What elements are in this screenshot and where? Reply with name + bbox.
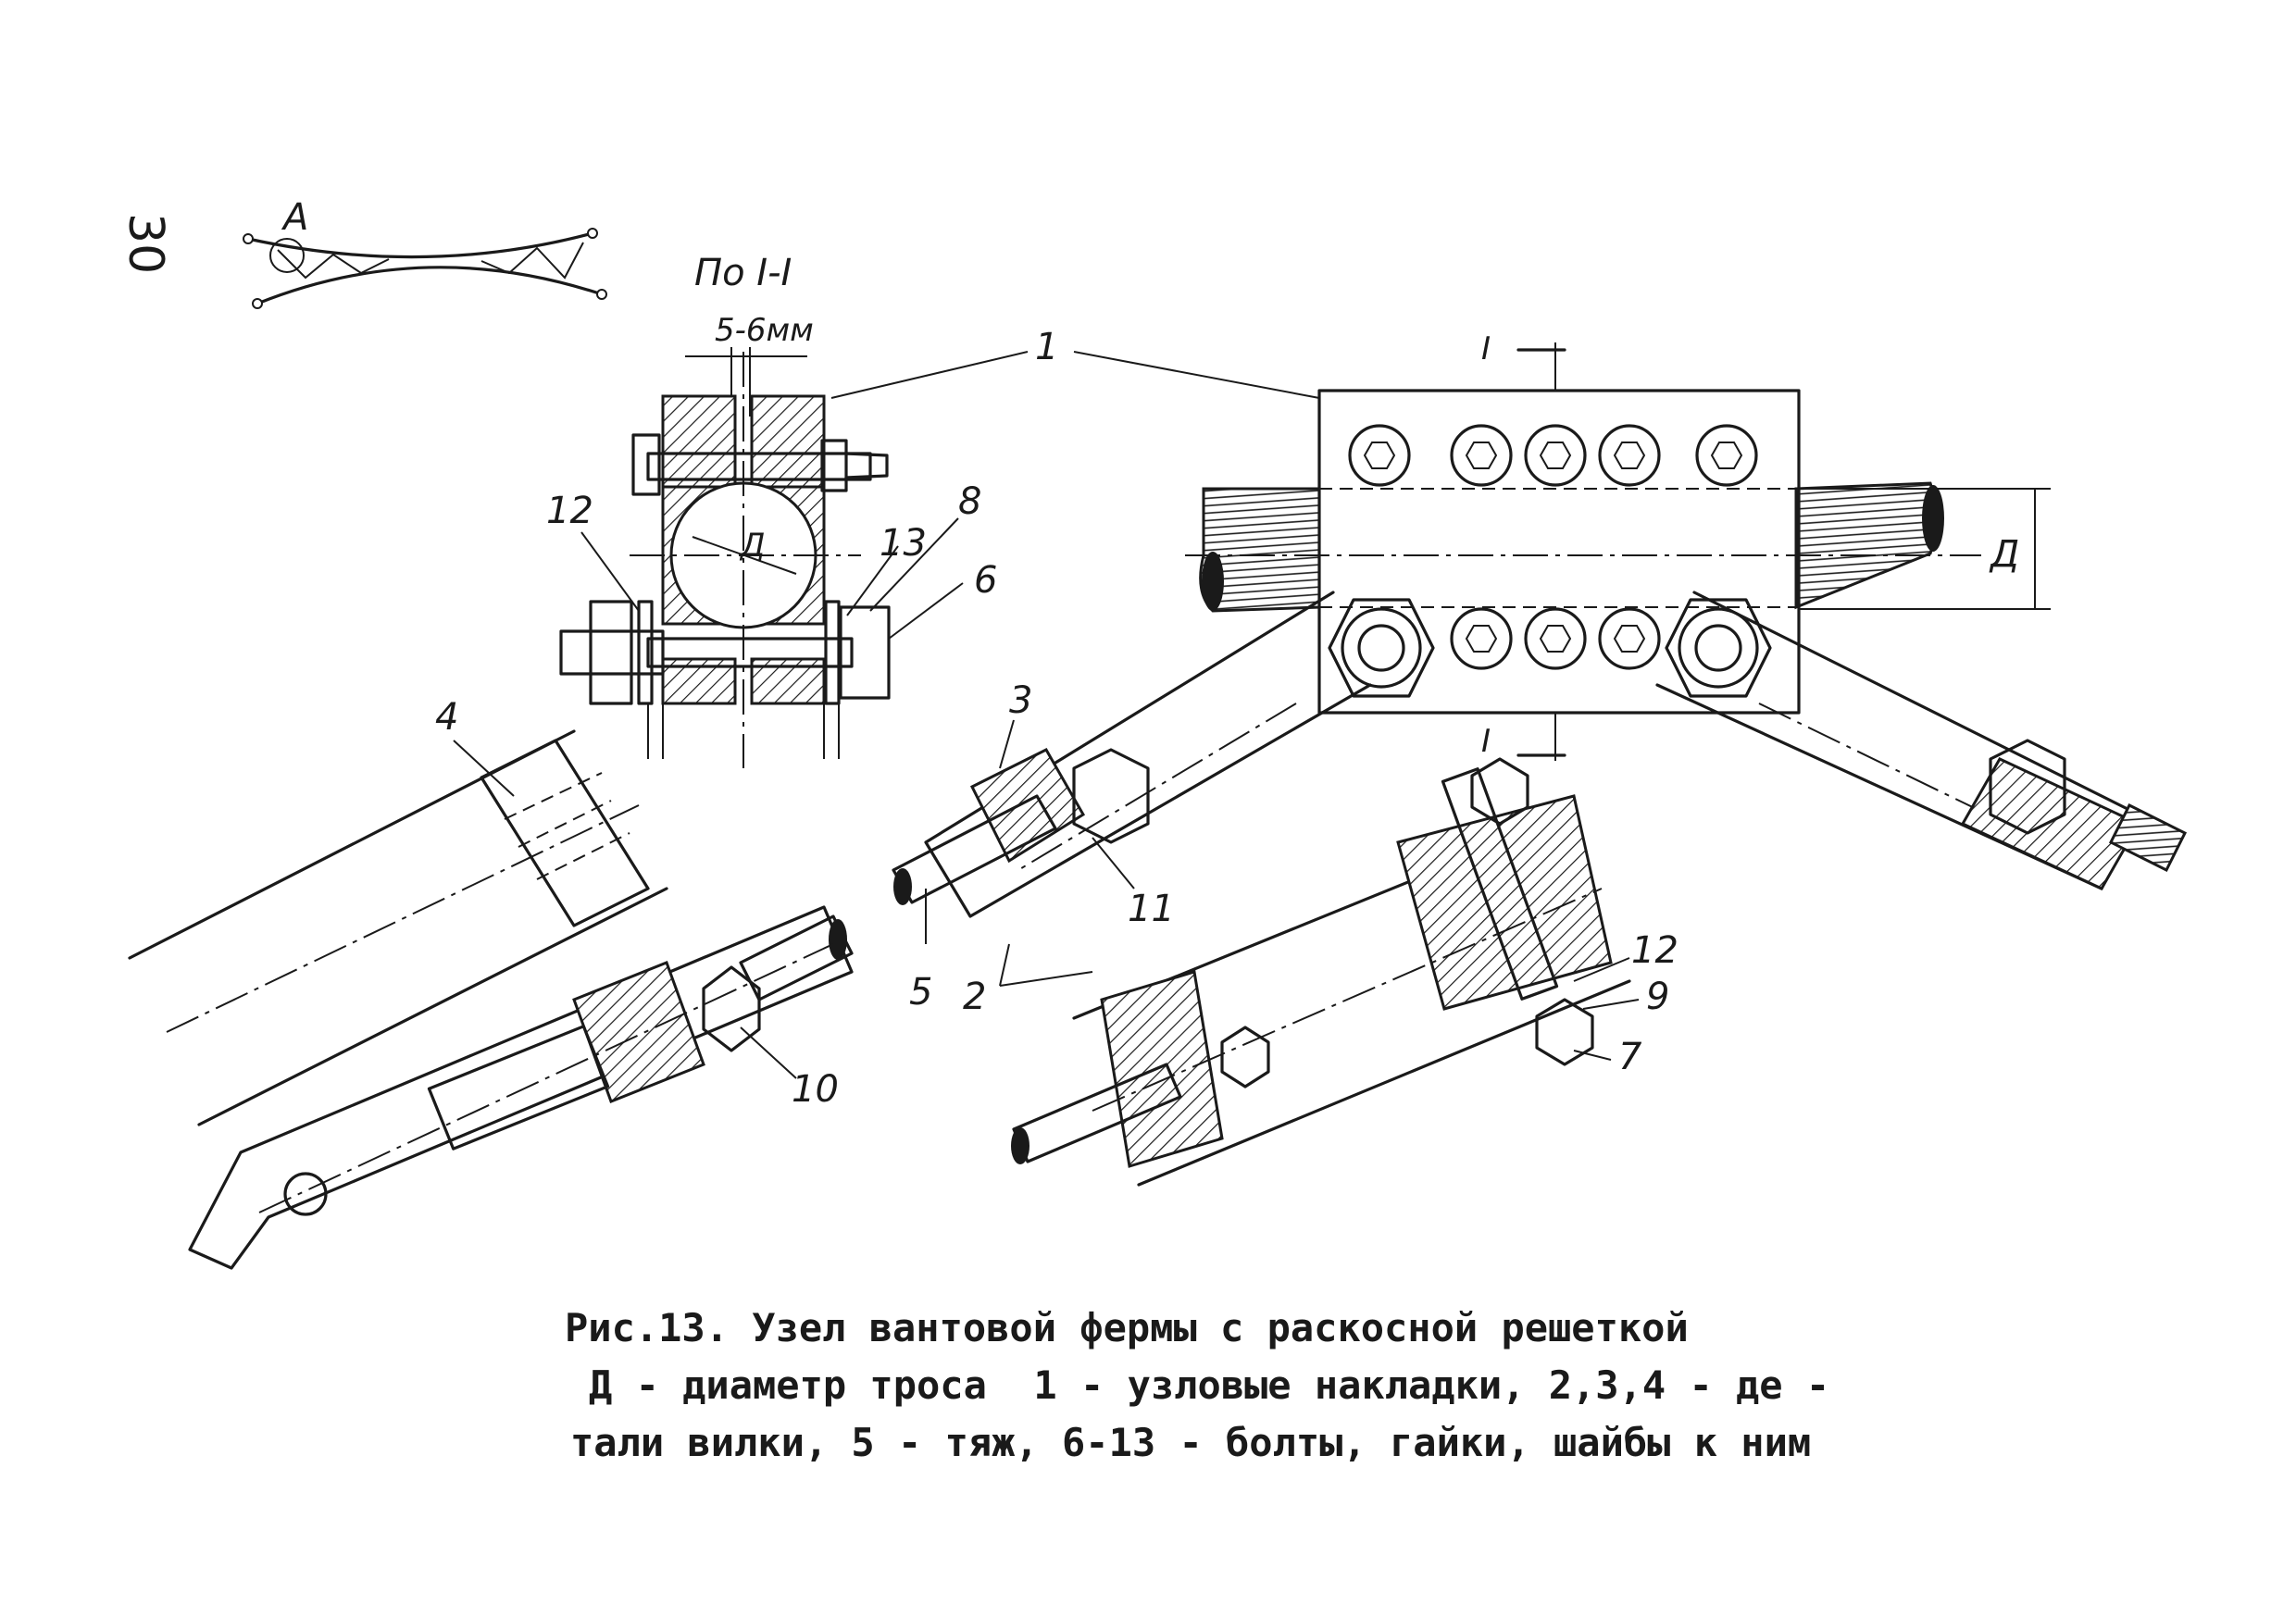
bolt-row-top — [1348, 424, 1758, 487]
figure-caption-line-1: Рис.13. Узел вантовой фермы с раскосной … — [565, 1305, 1689, 1350]
node-diameter-label: Д — [1989, 533, 2019, 576]
page-number: 30 — [118, 213, 173, 274]
main-node-view: Д I I — [892, 330, 2188, 918]
gap-dimension: 5-6мм — [715, 312, 814, 349]
callout-9: 9 — [1646, 976, 1669, 1018]
section-view: По I-I 5-6мм Д — [559, 252, 891, 768]
callout-6: 6 — [974, 559, 997, 602]
figure-caption-line-2: Д - диаметр троса 1 - узловые накладки, … — [589, 1362, 1830, 1408]
bolt-row-bottom — [1450, 607, 1661, 670]
callout-12-assembly: 12 — [1631, 929, 1678, 972]
section-mark-bottom: I — [1481, 723, 1491, 760]
callout-5: 5 — [909, 971, 932, 1014]
callout-8: 8 — [958, 480, 981, 523]
callout-4: 4 — [435, 696, 458, 739]
callout-11: 11 — [1128, 888, 1175, 930]
callout-7: 7 — [1618, 1036, 1642, 1078]
scheme-point-label: А — [281, 196, 308, 239]
figure-caption-line-3: тали вилки, 5 - тяж, 6-13 - болты, гайки… — [570, 1420, 1812, 1465]
callouts: 1 2 3 4 5 6 7 8 9 10 11 12 12 13 — [435, 326, 1678, 1111]
callout-2: 2 — [963, 976, 986, 1018]
callout-10: 10 — [792, 1068, 839, 1111]
callout-13: 13 — [880, 522, 927, 565]
section-mark-top: I — [1481, 330, 1491, 367]
fork-assembly-middle — [1011, 757, 1631, 1187]
callout-3: 3 — [1009, 679, 1032, 722]
section-title: По I-I — [694, 252, 792, 294]
callout-12-section: 12 — [546, 490, 593, 532]
fork-detail-left — [128, 729, 854, 1270]
truss-scheme: А — [243, 196, 607, 309]
callout-1: 1 — [1035, 326, 1058, 368]
